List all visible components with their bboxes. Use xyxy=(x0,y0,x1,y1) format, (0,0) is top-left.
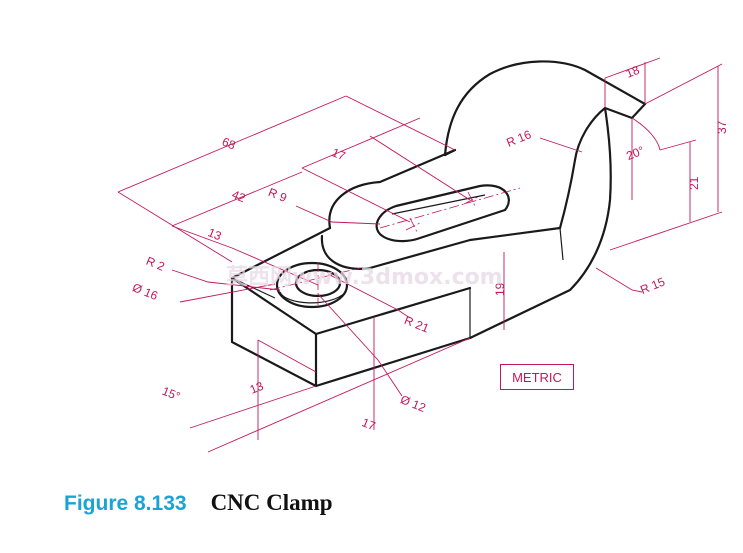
hook-tip xyxy=(603,102,647,120)
dim-13b-ext xyxy=(257,339,317,373)
boss-front-lower xyxy=(320,234,472,270)
base-top-edge xyxy=(314,286,472,336)
slot-end-mark-1 xyxy=(405,217,423,235)
dim-18-line xyxy=(604,57,661,79)
center-lines xyxy=(269,187,521,305)
dimension-labels: 68 17 42 13 R 9 R 2 Ø 16 R 16 18 20° 37 … xyxy=(130,63,729,434)
dim-21-ext xyxy=(659,139,697,151)
label-42: 42 xyxy=(230,187,248,205)
figure-label: Figure 8.133 xyxy=(64,492,187,515)
dim-42-line xyxy=(171,171,303,227)
label-21: 21 xyxy=(687,176,701,190)
label-13: 13 xyxy=(206,225,224,243)
label-r15: R 15 xyxy=(638,274,667,297)
hook-front-face xyxy=(468,106,612,340)
dimension-lines xyxy=(117,57,723,453)
label-19: 19 xyxy=(493,282,507,296)
dim-20deg-arc xyxy=(631,117,661,151)
slot-outline xyxy=(375,184,510,243)
counterbore-outer xyxy=(275,261,349,309)
label-18: 18 xyxy=(624,63,642,81)
label-r21: R 21 xyxy=(402,313,431,336)
body-top-face xyxy=(468,226,562,242)
slot-centerline xyxy=(379,187,521,229)
label-d16: Ø 16 xyxy=(130,280,160,303)
dim-15deg-line xyxy=(189,385,317,429)
label-68: 68 xyxy=(220,135,238,153)
label-13b: 13 xyxy=(248,379,266,397)
dim-d16-leader xyxy=(179,283,276,303)
label-17: 17 xyxy=(330,145,348,163)
dim-13-line xyxy=(171,225,233,249)
dim-r15-leader xyxy=(595,267,643,293)
dim-d12-leader xyxy=(317,293,403,397)
hole-centerline-h xyxy=(269,267,361,291)
part-outline xyxy=(230,60,647,388)
dim-68-line xyxy=(117,95,347,193)
label-20deg: 20° xyxy=(624,143,646,163)
dim-r9-leader xyxy=(295,205,381,225)
base-bottom-edge xyxy=(314,336,472,388)
body-right-edge xyxy=(559,227,564,261)
hook-back-profile xyxy=(443,60,647,157)
dim-37-ext1 xyxy=(644,63,723,105)
dim-r21-leader xyxy=(327,273,411,319)
base-top-back-edge xyxy=(230,226,332,280)
dim-17-ext2 xyxy=(369,135,471,201)
base-left-face xyxy=(230,276,318,388)
dim-37-ext2 xyxy=(609,211,723,251)
label-r2: R 2 xyxy=(144,254,167,274)
base-front-top xyxy=(261,297,317,335)
slot-end-mark-2 xyxy=(463,191,481,209)
dim-17-ext1 xyxy=(301,167,411,223)
dim-68-ext2 xyxy=(345,95,456,151)
figure-title: CNC Clamp xyxy=(210,490,333,515)
slot-inner xyxy=(391,194,486,215)
label-37: 37 xyxy=(715,120,729,134)
figure-caption: Figure 8.133 CNC Clamp xyxy=(64,490,333,524)
label-15deg: 15° xyxy=(160,384,182,404)
label-r16: R 16 xyxy=(504,127,533,150)
label-d12: Ø 12 xyxy=(398,392,428,415)
dim-r16-leader xyxy=(539,137,583,153)
dim-17-line xyxy=(301,117,421,169)
dim-13-ext xyxy=(231,247,319,286)
dim-15deg-line2 xyxy=(207,337,471,453)
label-r9: R 9 xyxy=(266,185,289,205)
watermark: 莫西网www.3dmox.com xyxy=(226,265,503,290)
metric-note: METRIC xyxy=(500,364,574,390)
slot-boss-outline xyxy=(328,148,457,230)
upper-body-edge xyxy=(443,148,457,157)
hook-inner-curve xyxy=(558,106,607,230)
label-17b: 17 xyxy=(360,415,378,433)
counterbore-depth xyxy=(279,291,347,304)
